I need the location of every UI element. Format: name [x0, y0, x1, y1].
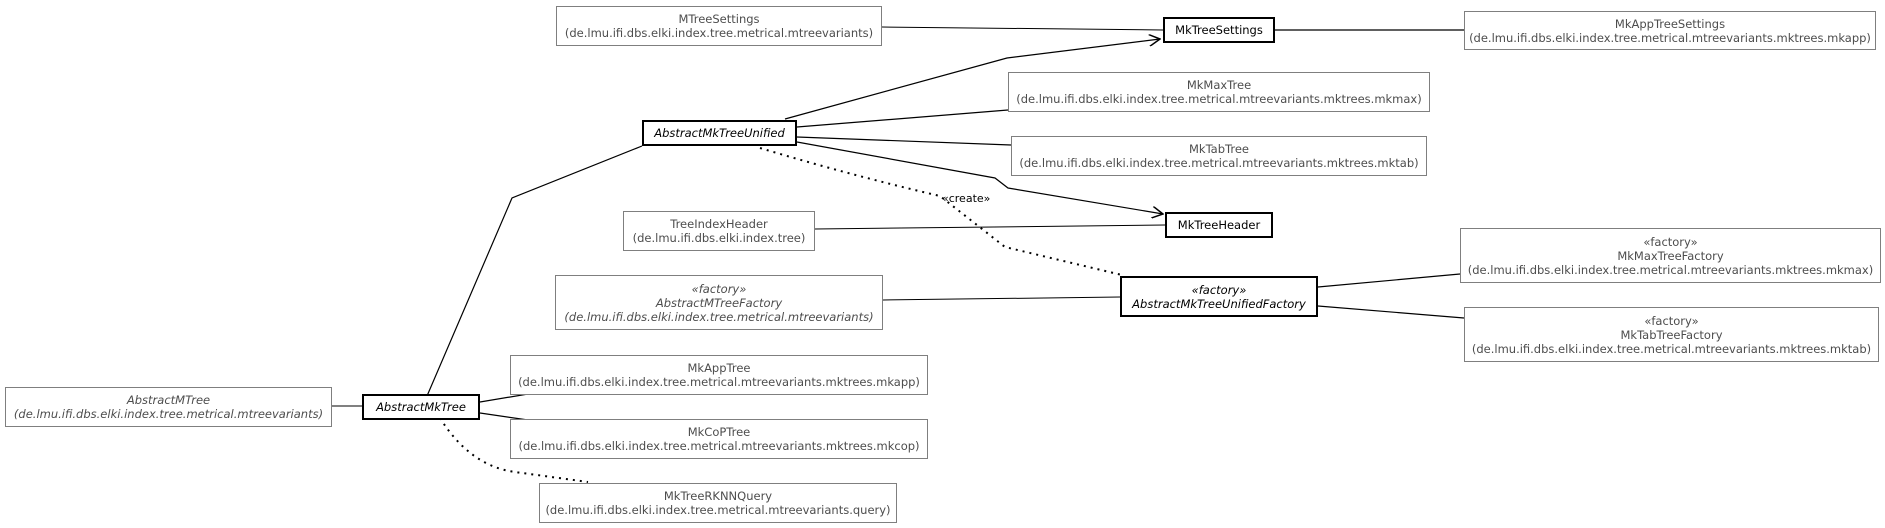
node-name: AbstractMkTreeUnified — [654, 126, 785, 140]
node-mktreesettings[interactable]: MkTreeSettings — [1163, 17, 1275, 43]
node-name: MkTreeSettings — [1175, 23, 1263, 37]
node-name: MkAppTree — [687, 361, 751, 375]
edge-mtreefactory-unifiedfactory — [882, 296, 1121, 301]
node-name: AbstractMkTreeUnifiedFactory — [1132, 296, 1306, 311]
create-edge-label: «create» — [942, 192, 991, 205]
node-package: (de.lmu.ifi.dbs.elki.index.tree.metrical… — [564, 309, 874, 324]
node-package: (de.lmu.ifi.dbs.elki.index.tree.metrical… — [564, 26, 874, 40]
edge-unified-mktreeheader — [796, 141, 1163, 214]
node-name: MkCoPTree — [687, 425, 751, 439]
node-package: (de.lmu.ifi.dbs.elki.index.tree.metrical… — [1019, 156, 1419, 170]
node-mkmaxtree[interactable]: MkMaxTree (de.lmu.ifi.dbs.elki.index.tre… — [1008, 72, 1430, 112]
node-package: (de.lmu.ifi.dbs.elki.index.tree.metrical… — [518, 439, 920, 453]
edge-abstractmktree-mkcoptree — [479, 412, 529, 421]
edge-unified-mkmaxtree — [796, 109, 1009, 128]
edge-unified-mktreesettings — [784, 39, 1160, 120]
node-mkapptreesettings[interactable]: MkAppTreeSettings (de.lmu.ifi.dbs.elki.i… — [1464, 11, 1876, 50]
node-mktabtreefactory[interactable]: «factory» MkTabTreeFactory (de.lmu.ifi.d… — [1464, 307, 1879, 362]
node-package: (de.lmu.ifi.dbs.elki.index.tree) — [632, 231, 806, 245]
node-name: MkTabTreeFactory — [1620, 327, 1723, 342]
node-mkapptree[interactable]: MkAppTree (de.lmu.ifi.dbs.elki.index.tre… — [510, 355, 928, 395]
node-package: (de.lmu.ifi.dbs.elki.index.tree.metrical… — [545, 503, 891, 517]
node-stereotype: «factory» — [1191, 282, 1247, 297]
node-package: (de.lmu.ifi.dbs.elki.index.tree.metrical… — [1016, 92, 1422, 106]
node-name: AbstractMTree — [126, 393, 211, 407]
node-abstractmktreeunified[interactable]: AbstractMkTreeUnified — [642, 120, 797, 146]
edge-abstractmktree-unified — [426, 145, 643, 397]
node-abstractmtree[interactable]: AbstractMTree (de.lmu.ifi.dbs.elki.index… — [5, 387, 332, 427]
node-mktreerknnquery[interactable]: MkTreeRKNNQuery (de.lmu.ifi.dbs.elki.ind… — [539, 483, 897, 523]
edge-mtreesettings-mktreesettings — [881, 26, 1164, 31]
node-name: MkTabTree — [1188, 142, 1249, 156]
node-name: MkAppTreeSettings — [1614, 16, 1726, 31]
node-mkmaxtreefactory[interactable]: «factory» MkMaxTreeFactory (de.lmu.ifi.d… — [1460, 228, 1881, 283]
node-package: (de.lmu.ifi.dbs.elki.index.tree.metrical… — [1467, 262, 1874, 277]
node-package: (de.lmu.ifi.dbs.elki.index.tree.metrical… — [13, 407, 324, 421]
node-treeindexheader[interactable]: TreeIndexHeader (de.lmu.ifi.dbs.elki.ind… — [623, 211, 815, 251]
node-mtreesettings[interactable]: MTreeSettings (de.lmu.ifi.dbs.elki.index… — [556, 6, 882, 46]
node-name: MkMaxTree — [1186, 78, 1252, 92]
node-name: MkTreeHeader — [1177, 218, 1261, 232]
node-stereotype: «factory» — [691, 281, 747, 296]
edge-abstractmktree-mkapptree — [479, 393, 529, 403]
node-mktabtree[interactable]: MkTabTree (de.lmu.ifi.dbs.elki.index.tre… — [1011, 136, 1427, 176]
edge-unified-mktabtree — [796, 136, 1012, 146]
node-package: (de.lmu.ifi.dbs.elki.index.tree.metrical… — [1471, 341, 1872, 356]
node-name: AbstractMTreeFactory — [655, 295, 783, 310]
edge-unifiedfactory-mkmaxfactory — [1317, 273, 1461, 288]
edge-unified-factory-create — [759, 147, 1123, 276]
node-stereotype: «factory» — [1644, 313, 1699, 328]
node-name: TreeIndexHeader — [670, 217, 768, 231]
node-name: MTreeSettings — [678, 12, 760, 26]
node-mkcoptree[interactable]: MkCoPTree (de.lmu.ifi.dbs.elki.index.tre… — [510, 419, 928, 459]
node-package: (de.lmu.ifi.dbs.elki.index.tree.metrical… — [1469, 30, 1871, 45]
node-name: MkTreeRKNNQuery — [663, 489, 773, 503]
edge-treeindexheader-mktreeheader — [814, 224, 1166, 230]
node-name: MkMaxTreeFactory — [1617, 248, 1724, 263]
node-name: AbstractMkTree — [376, 400, 466, 414]
node-abstractmktreeunifiedfactory[interactable]: «factory» AbstractMkTreeUnifiedFactory — [1120, 276, 1318, 317]
node-abstractmtreefactory[interactable]: «factory» AbstractMTreeFactory (de.lmu.i… — [555, 275, 883, 330]
node-mktreeheader[interactable]: MkTreeHeader — [1165, 212, 1273, 238]
edge-unifiedfactory-mktabfactory — [1317, 305, 1465, 319]
node-package: (de.lmu.ifi.dbs.elki.index.tree.metrical… — [518, 375, 920, 389]
node-abstractmktree[interactable]: AbstractMkTree — [362, 394, 480, 420]
node-stereotype: «factory» — [1643, 234, 1698, 249]
